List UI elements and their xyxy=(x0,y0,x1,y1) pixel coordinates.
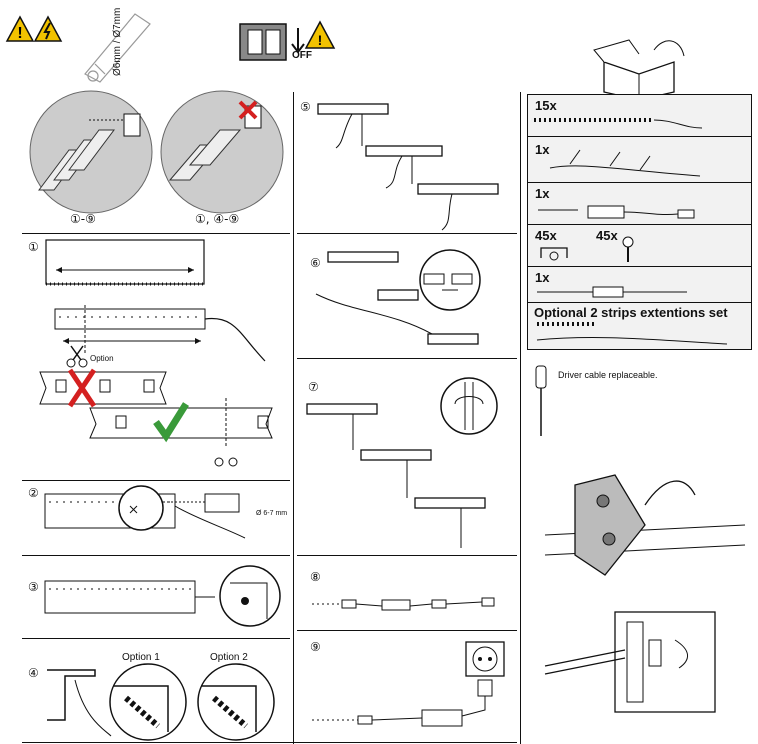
step-5-stairs xyxy=(317,103,499,231)
column-divider-right xyxy=(520,92,521,744)
clip-icon xyxy=(540,247,568,261)
open-box-icon xyxy=(593,39,685,101)
driver-detail-illustration-bottom xyxy=(544,611,716,713)
screwdriver-icon xyxy=(535,365,547,436)
row-divider xyxy=(297,630,517,631)
remote-controller-icon xyxy=(537,286,687,298)
package-qty-driver: 1x xyxy=(535,186,550,201)
package-row-5 xyxy=(527,268,752,303)
package-qty-screws: 45x xyxy=(596,228,618,243)
step-4-option-1-illustration xyxy=(109,663,187,741)
screw-icon xyxy=(622,236,634,262)
stair-illustration-closed xyxy=(29,90,153,214)
step-4-option-1-label: Option 1 xyxy=(122,652,160,663)
step-9-wiring xyxy=(312,641,505,727)
step-1-strip-cut xyxy=(54,305,266,362)
drill-diameter-label: Ø6mm / Ø7mm xyxy=(112,7,123,76)
step-3-number: ③ xyxy=(28,580,39,594)
switch-off-icon: ! xyxy=(239,20,336,61)
row-divider xyxy=(297,358,517,359)
package-qty-remote: 1x xyxy=(535,270,550,285)
row-divider xyxy=(22,233,290,234)
step-4-option-2-label: Option 2 xyxy=(210,652,248,663)
column-divider-left xyxy=(293,92,294,744)
package-qty-strip: 15x xyxy=(535,98,557,113)
extension-set-icon xyxy=(536,322,728,345)
step-6-stairs xyxy=(315,249,481,345)
step-2-illustration xyxy=(44,485,246,539)
row-divider xyxy=(22,555,290,556)
row-divider xyxy=(22,638,290,639)
step-2-drill-size: Ø 6-7 mm xyxy=(256,510,288,517)
step-5-number: ⑤ xyxy=(300,100,311,114)
step-9-number: ⑨ xyxy=(310,640,321,654)
row-divider xyxy=(297,233,517,234)
row-divider xyxy=(22,480,290,481)
stair-illustration-open xyxy=(160,90,284,214)
step-4-number: ④ xyxy=(28,666,39,680)
scissors-icon xyxy=(66,345,88,368)
step-1-wrong-cut xyxy=(39,368,167,408)
step-1-option-label: Option xyxy=(90,354,114,363)
step-2-number: ② xyxy=(28,486,39,500)
row-divider xyxy=(297,555,517,556)
driver-icon xyxy=(538,205,695,219)
bottom-border xyxy=(297,742,517,743)
package-row-1 xyxy=(527,96,752,137)
package-row-3 xyxy=(527,184,752,225)
warning-icon: ! xyxy=(5,15,35,42)
svg-text:!: ! xyxy=(318,32,323,48)
step-8-wiring xyxy=(312,597,495,611)
step-1-board-measure xyxy=(45,239,205,286)
splitter-cable-icon xyxy=(549,149,701,177)
bottom-border xyxy=(22,742,517,743)
step-4-option-2-illustration xyxy=(197,663,275,741)
step-7-stairs xyxy=(306,377,498,548)
step-range-partial: ①, ④-⑨ xyxy=(195,212,240,226)
step-3-illustration xyxy=(44,565,281,627)
package-row-4 xyxy=(527,226,752,267)
package-row-2 xyxy=(527,138,752,183)
step-6-number: ⑥ xyxy=(310,256,321,270)
step-7-number: ⑦ xyxy=(308,380,319,394)
driver-detail-illustration-top xyxy=(544,474,746,576)
step-range-all: ①-⑨ xyxy=(70,212,96,226)
package-qty-clips: 45x xyxy=(535,228,557,243)
optional-extension-label: Optional 2 strips extentions set xyxy=(534,305,728,320)
step-4-profile xyxy=(47,669,112,737)
off-label: OFF xyxy=(292,50,312,61)
electric-hazard-icon xyxy=(33,15,63,42)
step-1-correct-cut xyxy=(89,398,273,467)
led-strip-icon xyxy=(534,118,703,129)
package-qty-splitter: 1x xyxy=(535,142,550,157)
step-1-number: ① xyxy=(28,240,39,254)
svg-text:!: ! xyxy=(17,25,22,42)
drill-bit-icon xyxy=(84,13,151,83)
step-8-number: ⑧ xyxy=(310,570,321,584)
driver-cable-note: Driver cable replaceable. xyxy=(558,370,658,380)
